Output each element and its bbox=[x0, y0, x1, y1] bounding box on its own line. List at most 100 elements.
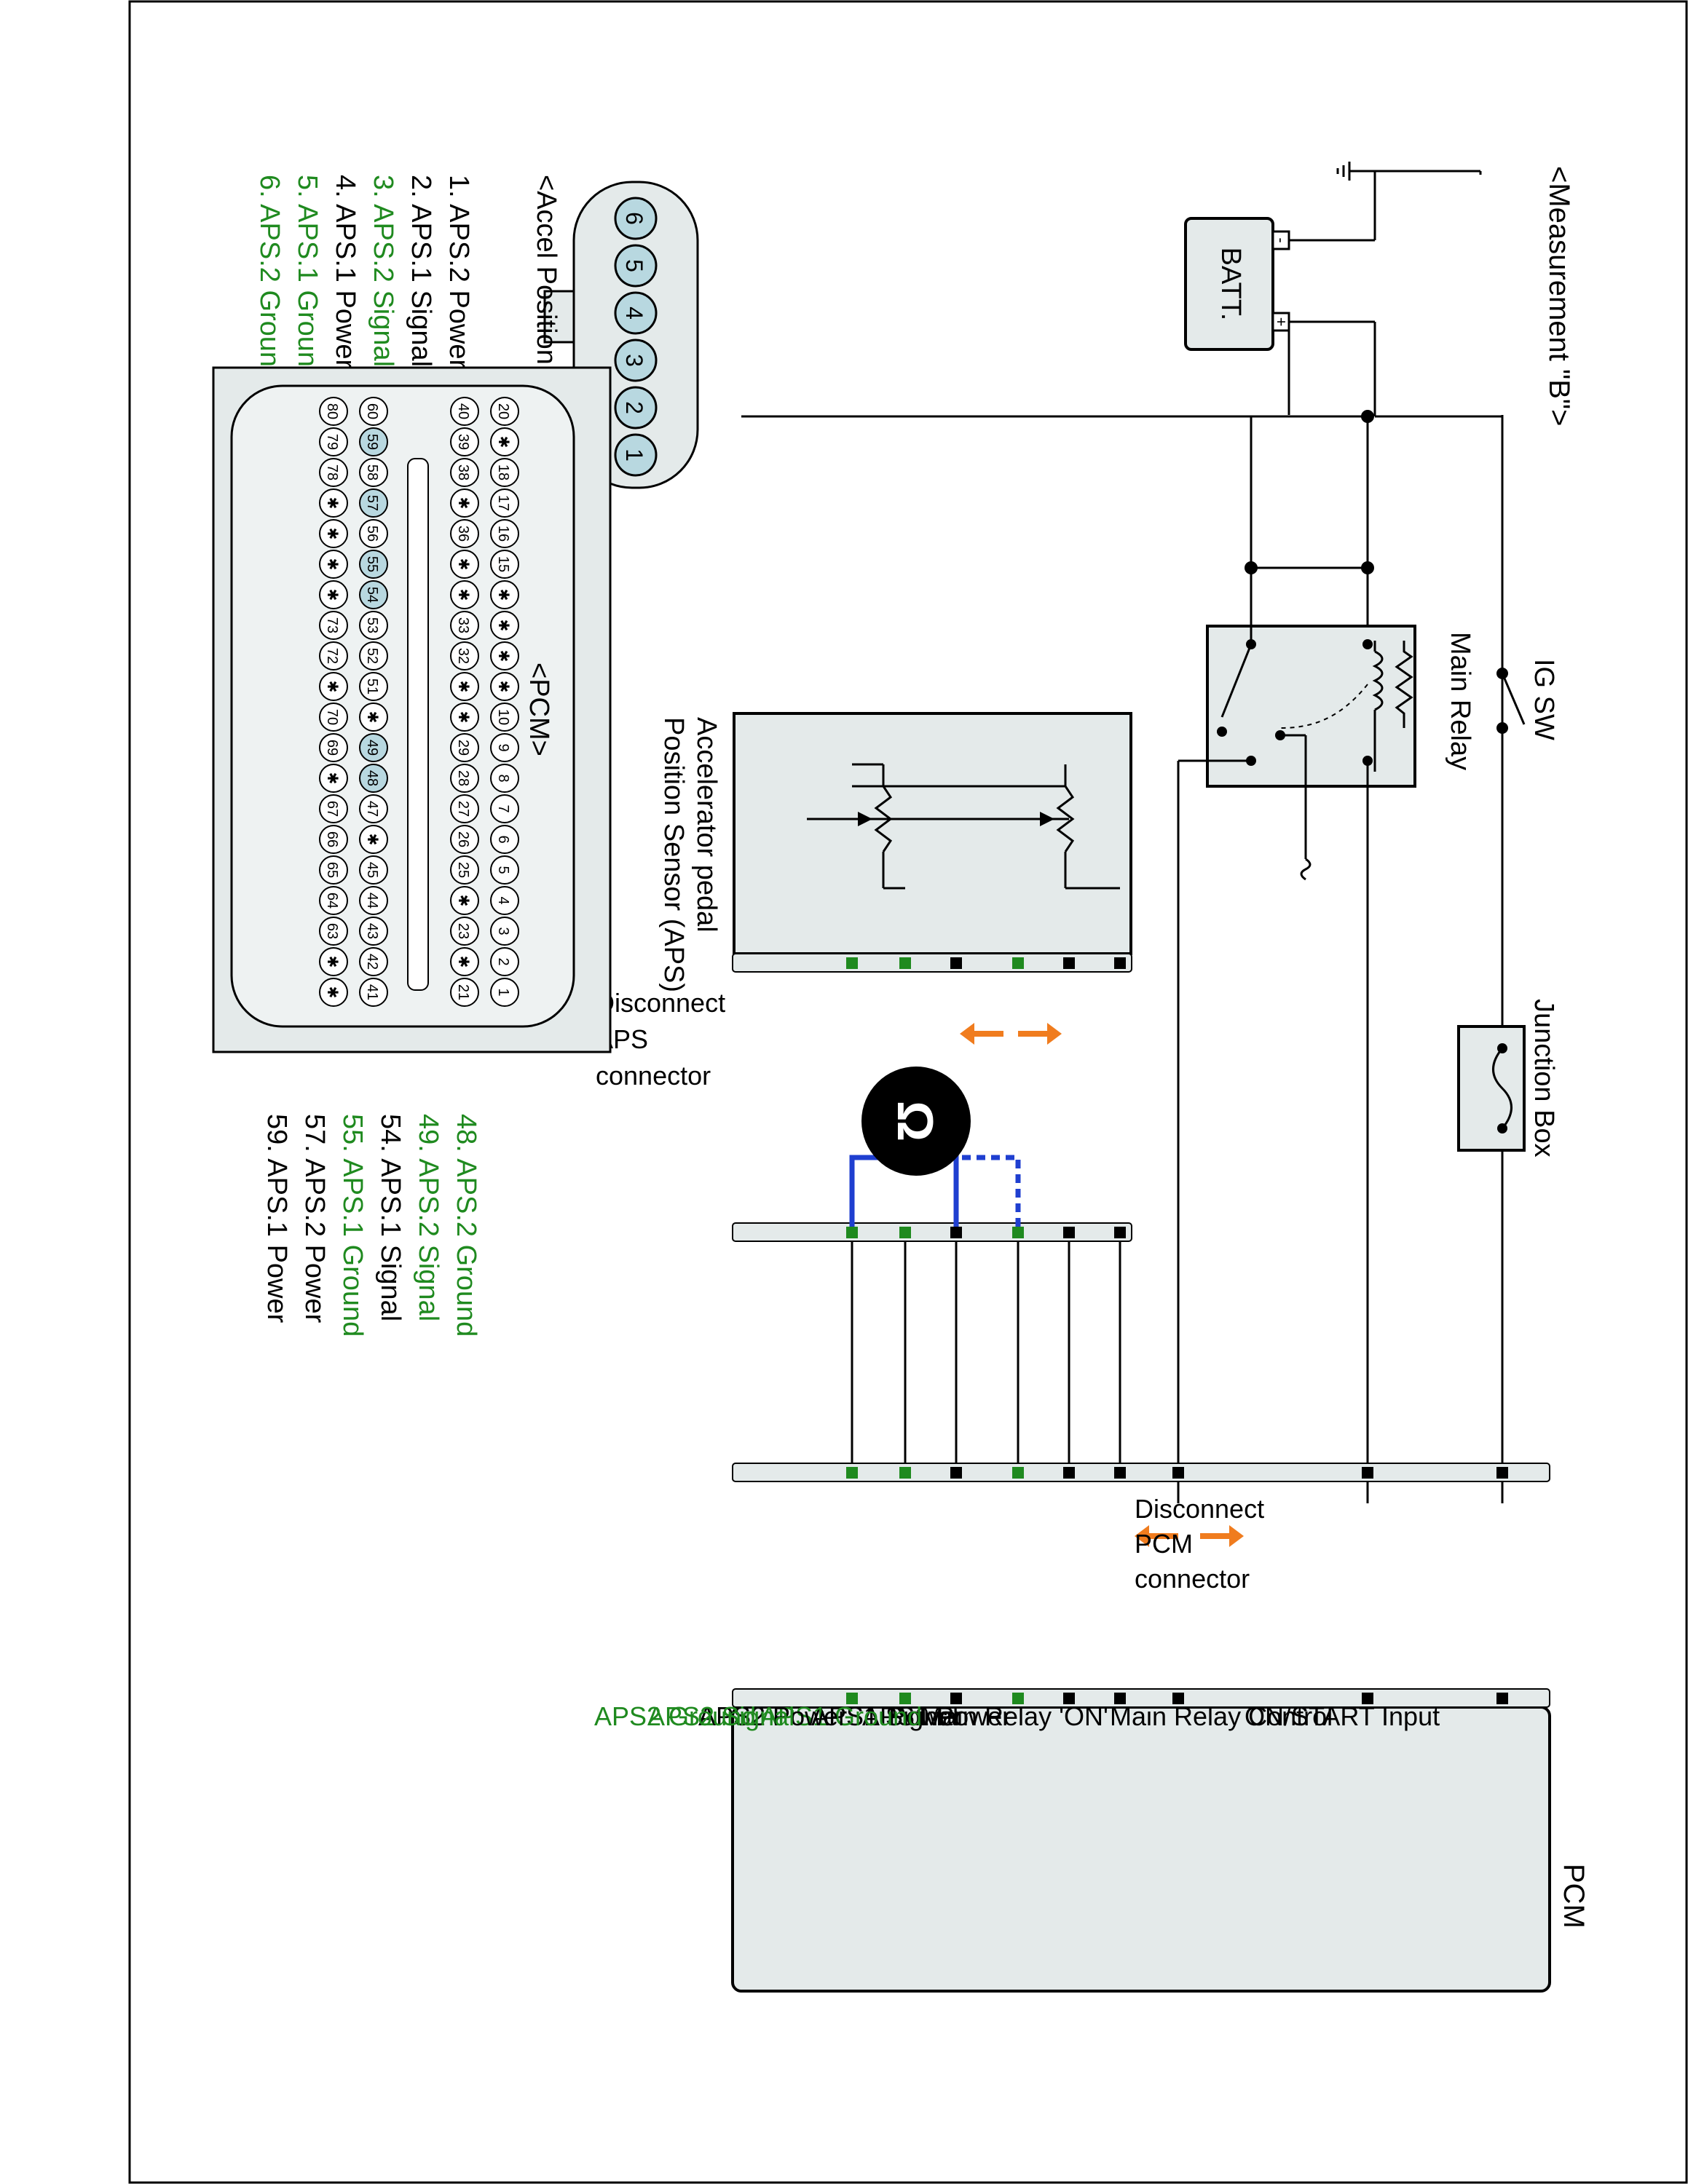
pcm-pin-number: ✱ bbox=[495, 620, 511, 632]
pcm-pin-number: 58 bbox=[364, 464, 380, 480]
accel-pin-number: 4 bbox=[621, 306, 647, 320]
pcm-pin-number: 78 bbox=[324, 464, 340, 480]
aps-label-2: Position Sensor (APS) bbox=[658, 717, 689, 992]
ig-sw-label: IG SW bbox=[1529, 659, 1559, 740]
pcm-pin bbox=[490, 488, 519, 518]
pcm-pin-desc: 48. APS.2 Ground bbox=[451, 1114, 481, 1337]
battery-label: BATT. bbox=[1215, 248, 1246, 321]
pcm-connector: 20✱18171615✱✱✱✱10987654321403938✱36✱✱333… bbox=[212, 366, 612, 1053]
pcm-pin-desc: 57. APS.2 Power bbox=[299, 1114, 330, 1324]
pcm-pin-number: 63 bbox=[324, 923, 340, 939]
pcm-box: PCM bbox=[731, 1706, 1590, 1993]
pcm-pin bbox=[490, 855, 519, 885]
disconnect-aps-line1: Disconnect bbox=[596, 988, 725, 1018]
aps-connector bbox=[732, 953, 1132, 973]
pcm-pin-number: ✱ bbox=[455, 711, 471, 724]
disconnect-aps-line3: connector bbox=[596, 1061, 711, 1091]
accel-pin bbox=[614, 197, 658, 240]
pcm-pin-number: 51 bbox=[364, 678, 380, 695]
pcm-pin bbox=[359, 703, 388, 732]
pcm-pin-desc: 55. APS.1 Ground bbox=[337, 1114, 368, 1337]
pcm-pin-number: ✱ bbox=[364, 711, 380, 724]
pcm-pin-number: 67 bbox=[324, 801, 340, 817]
pcm-pin bbox=[319, 672, 348, 701]
pcm-pin-label: Main Relay 'ON' bbox=[920, 1701, 1108, 1731]
pcm-pin bbox=[490, 672, 519, 701]
pcm-pin-number: ✱ bbox=[495, 681, 511, 693]
pcm-pin-number: ✱ bbox=[324, 681, 340, 693]
pcm-pin-number: 5 bbox=[495, 866, 511, 874]
pcm-pin-number: 54 bbox=[364, 587, 380, 603]
pcm-pin bbox=[319, 703, 348, 732]
pcm-pin-number: 2 bbox=[495, 957, 511, 965]
pcm-pin-number: 8 bbox=[495, 774, 511, 782]
pcm-pin-number: 55 bbox=[364, 556, 380, 572]
pcm-pin-number: ✱ bbox=[455, 558, 471, 571]
pcm-pin-number: ✱ bbox=[324, 558, 340, 571]
disconnect-pcm bbox=[1135, 1525, 1244, 1547]
pcm-pin bbox=[319, 397, 348, 426]
pcm-pin-number: ✱ bbox=[495, 589, 511, 601]
accel-pin-number: 2 bbox=[621, 401, 647, 414]
accel-pin bbox=[614, 244, 658, 288]
disconnect-aps bbox=[960, 1023, 1062, 1045]
pcm-pin bbox=[450, 917, 479, 946]
pcm-pin-label: Main Relay Control bbox=[1110, 1701, 1333, 1731]
disconnect-pcm-line2: PCM bbox=[1135, 1529, 1193, 1559]
aps-connector-pin bbox=[950, 957, 962, 969]
pcm-pin bbox=[490, 794, 519, 823]
pcm-pin-number: 64 bbox=[324, 893, 340, 909]
pcm-pin-number: 20 bbox=[495, 403, 511, 419]
pcm-pin bbox=[359, 580, 388, 609]
pcm-pin bbox=[319, 641, 348, 670]
pcm-pin bbox=[319, 580, 348, 609]
pcm-pin-number: ✱ bbox=[324, 956, 340, 968]
pcm-pin-number: 44 bbox=[364, 893, 380, 909]
pcm-pin bbox=[450, 703, 479, 732]
pcm-pin-label-2: Power bbox=[888, 1701, 963, 1731]
harness-aps-connector bbox=[732, 1222, 1132, 1242]
pcm-pin bbox=[450, 825, 479, 854]
pcm-pin-number: 17 bbox=[495, 495, 511, 511]
main-relay-label: Main Relay bbox=[1445, 632, 1475, 770]
pcm-pin bbox=[490, 427, 519, 456]
pcm-pin-number: 41 bbox=[364, 984, 380, 1000]
pcm-pin bbox=[319, 947, 348, 976]
pcm-pin-number: 32 bbox=[455, 648, 471, 664]
pcm-pin bbox=[359, 794, 388, 823]
pcm-pin bbox=[319, 917, 348, 946]
pcm-pin bbox=[450, 519, 479, 548]
pcm-pin bbox=[450, 672, 479, 701]
pcm-pin bbox=[359, 886, 388, 915]
pcm-pin-number: ✱ bbox=[455, 956, 471, 968]
pcm-pin-label: APS1 Ground bbox=[760, 1701, 922, 1731]
pcm-pin-number: ✱ bbox=[324, 528, 340, 540]
pcm-header bbox=[732, 1688, 1550, 1708]
pcm-pin-number: 39 bbox=[455, 434, 471, 450]
pcm-pin-number: 52 bbox=[364, 648, 380, 664]
pcm-pin bbox=[450, 794, 479, 823]
pcm-pin bbox=[490, 397, 519, 426]
pcm-pin-number: ✱ bbox=[495, 650, 511, 662]
pcm-pin-number: 40 bbox=[455, 403, 471, 419]
pcm-pin bbox=[359, 855, 388, 885]
pcm-pin-number: 4 bbox=[495, 896, 511, 904]
pcm-pin bbox=[359, 978, 388, 1007]
pcm-pin bbox=[319, 978, 348, 1007]
accel-pin bbox=[614, 291, 658, 335]
pcm-connector-title: <PCM> bbox=[524, 662, 554, 756]
disconnect-pcm-line1: Disconnect bbox=[1135, 1494, 1264, 1524]
pcm-pin-number: 60 bbox=[364, 403, 380, 419]
pcm-pin bbox=[450, 427, 479, 456]
ig-switch: IG SW bbox=[1496, 659, 1559, 740]
pcm-pin bbox=[450, 488, 479, 518]
aps-component: Accelerator pedal Position Sensor (APS) bbox=[658, 712, 1132, 992]
pcm-pin bbox=[490, 886, 519, 915]
pcm-pin bbox=[450, 978, 479, 1007]
pcm-pin bbox=[359, 550, 388, 579]
pcm-pin bbox=[490, 917, 519, 946]
pcm-title: PCM bbox=[1558, 1864, 1590, 1928]
pcm-pin-number: 65 bbox=[324, 862, 340, 878]
pcm-pin-number: ✱ bbox=[324, 589, 340, 601]
